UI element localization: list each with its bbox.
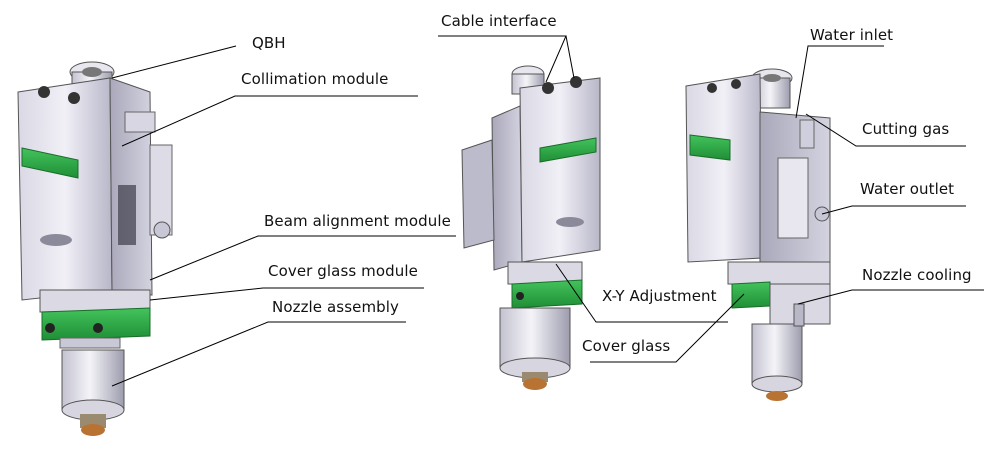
label-cover-glass-module: Cover glass module [268,262,418,280]
label-xy-adjustment: X-Y Adjustment [602,287,717,305]
label-cable-interface: Cable interface [441,12,557,30]
label-water-outlet: Water outlet [860,180,955,198]
leader-beam-alignment [149,235,456,281]
label-water-inlet: Water inlet [810,26,894,44]
laser-head-middle [461,65,601,390]
label-collimation-module: Collimation module [241,70,389,88]
leader-nozzle-assembly [111,321,406,387]
leader-water-outlet [821,205,966,215]
label-cutting-gas: Cutting gas [862,120,950,138]
label-beam-alignment-module: Beam alignment module [264,212,451,230]
leader-cutting-gas [805,113,966,147]
label-cover-glass: Cover glass [582,337,671,355]
laser-head-left [17,61,173,436]
leader-nozzle-cooling [797,289,984,305]
leader-water-inlet [795,45,884,119]
leader-lines [111,35,984,387]
leader-cover-glass [590,293,745,363]
label-nozzle-cooling: Nozzle cooling [862,266,972,284]
label-qbh: QBH [252,34,286,52]
leader-qbh [111,45,237,79]
leader-collimation [121,95,418,147]
leader-cover-glass-module [149,287,424,301]
leader-cable-interface [438,35,567,83]
label-nozzle-assembly: Nozzle assembly [272,298,400,316]
laser-head-right [685,68,831,401]
leader-xy-adjustment [555,263,728,323]
